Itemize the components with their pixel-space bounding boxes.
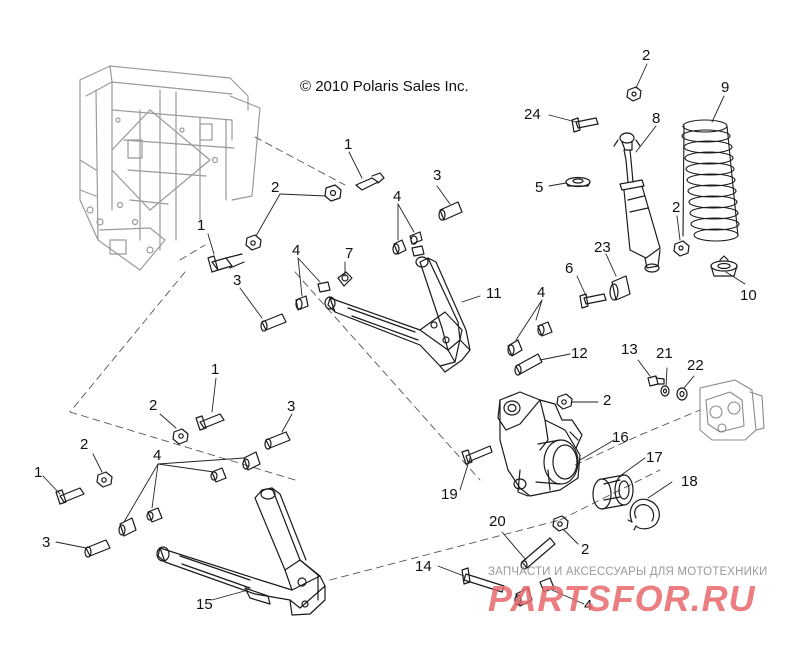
callout-2: 2 <box>271 179 280 196</box>
bolts <box>55 117 665 593</box>
watermark-logo: PARTSFOR.RU <box>488 578 756 618</box>
callout-2: 2 <box>642 47 651 64</box>
callout-11: 11 <box>486 285 502 302</box>
callout-20: 20 <box>489 513 506 530</box>
callout-7: 7 <box>345 245 354 262</box>
callout-21: 21 <box>656 345 673 362</box>
callout-4: 4 <box>537 284 546 301</box>
knuckle <box>497 391 583 497</box>
callout-23: 23 <box>594 239 611 256</box>
callout-12: 12 <box>571 345 588 362</box>
callout-10: 10 <box>740 287 757 304</box>
callout-14: 14 <box>415 558 432 575</box>
callout-2: 2 <box>149 397 158 414</box>
brake-caliper <box>699 379 765 441</box>
callout-2: 2 <box>603 392 612 409</box>
retaining-ring <box>627 498 660 531</box>
callout-9: 9 <box>721 79 730 96</box>
spring-retainer <box>710 255 738 277</box>
callout-16: 16 <box>612 429 629 446</box>
frame-section <box>79 65 261 271</box>
callout-19: 19 <box>441 486 458 503</box>
callout-2: 2 <box>80 436 89 453</box>
callout-5: 5 <box>535 179 544 196</box>
watermark-tagline: ЗАПЧАСТИ И АКСЕССУАРЫ ДЛЯ МОТОТЕХНИКИ <box>488 566 768 578</box>
callout-24: 24 <box>524 106 541 123</box>
washer-plate <box>565 176 591 188</box>
callout-1: 1 <box>197 217 206 234</box>
callout-8: 8 <box>652 110 661 127</box>
shock-absorber <box>613 132 661 273</box>
callout-17: 17 <box>646 449 663 466</box>
bushings <box>118 231 555 607</box>
upper-a-arm <box>324 256 471 373</box>
callout-1: 1 <box>211 361 220 378</box>
coil-spring <box>681 119 740 242</box>
callout-6: 6 <box>565 260 574 277</box>
callout-4: 4 <box>292 242 301 259</box>
leader-lines <box>42 63 746 605</box>
copyright-notice: © 2010 Polaris Sales Inc. <box>300 78 469 95</box>
callout-3: 3 <box>433 167 442 184</box>
callout-3: 3 <box>287 398 296 415</box>
callout-1: 1 <box>34 464 43 481</box>
callout-3: 3 <box>42 534 51 551</box>
callout-4: 4 <box>584 597 593 614</box>
callout-15: 15 <box>196 596 213 613</box>
callout-4: 4 <box>153 447 162 464</box>
svg-text:PARTSFOR.RU: PARTSFOR.RU <box>488 578 756 618</box>
callout-18: 18 <box>681 473 698 490</box>
wheel-bearing <box>592 474 634 510</box>
nuts <box>96 86 690 532</box>
callout-3: 3 <box>233 272 242 289</box>
callout-13: 13 <box>621 341 638 358</box>
lower-a-arm <box>156 487 326 616</box>
small-washers <box>660 385 688 401</box>
assembly-lines <box>69 136 701 581</box>
sleeves <box>84 201 631 570</box>
callout-2: 2 <box>581 541 590 558</box>
callout-22: 22 <box>687 357 704 374</box>
callout-4: 4 <box>393 188 402 205</box>
callout-2: 2 <box>672 199 681 216</box>
callout-1: 1 <box>344 136 353 153</box>
